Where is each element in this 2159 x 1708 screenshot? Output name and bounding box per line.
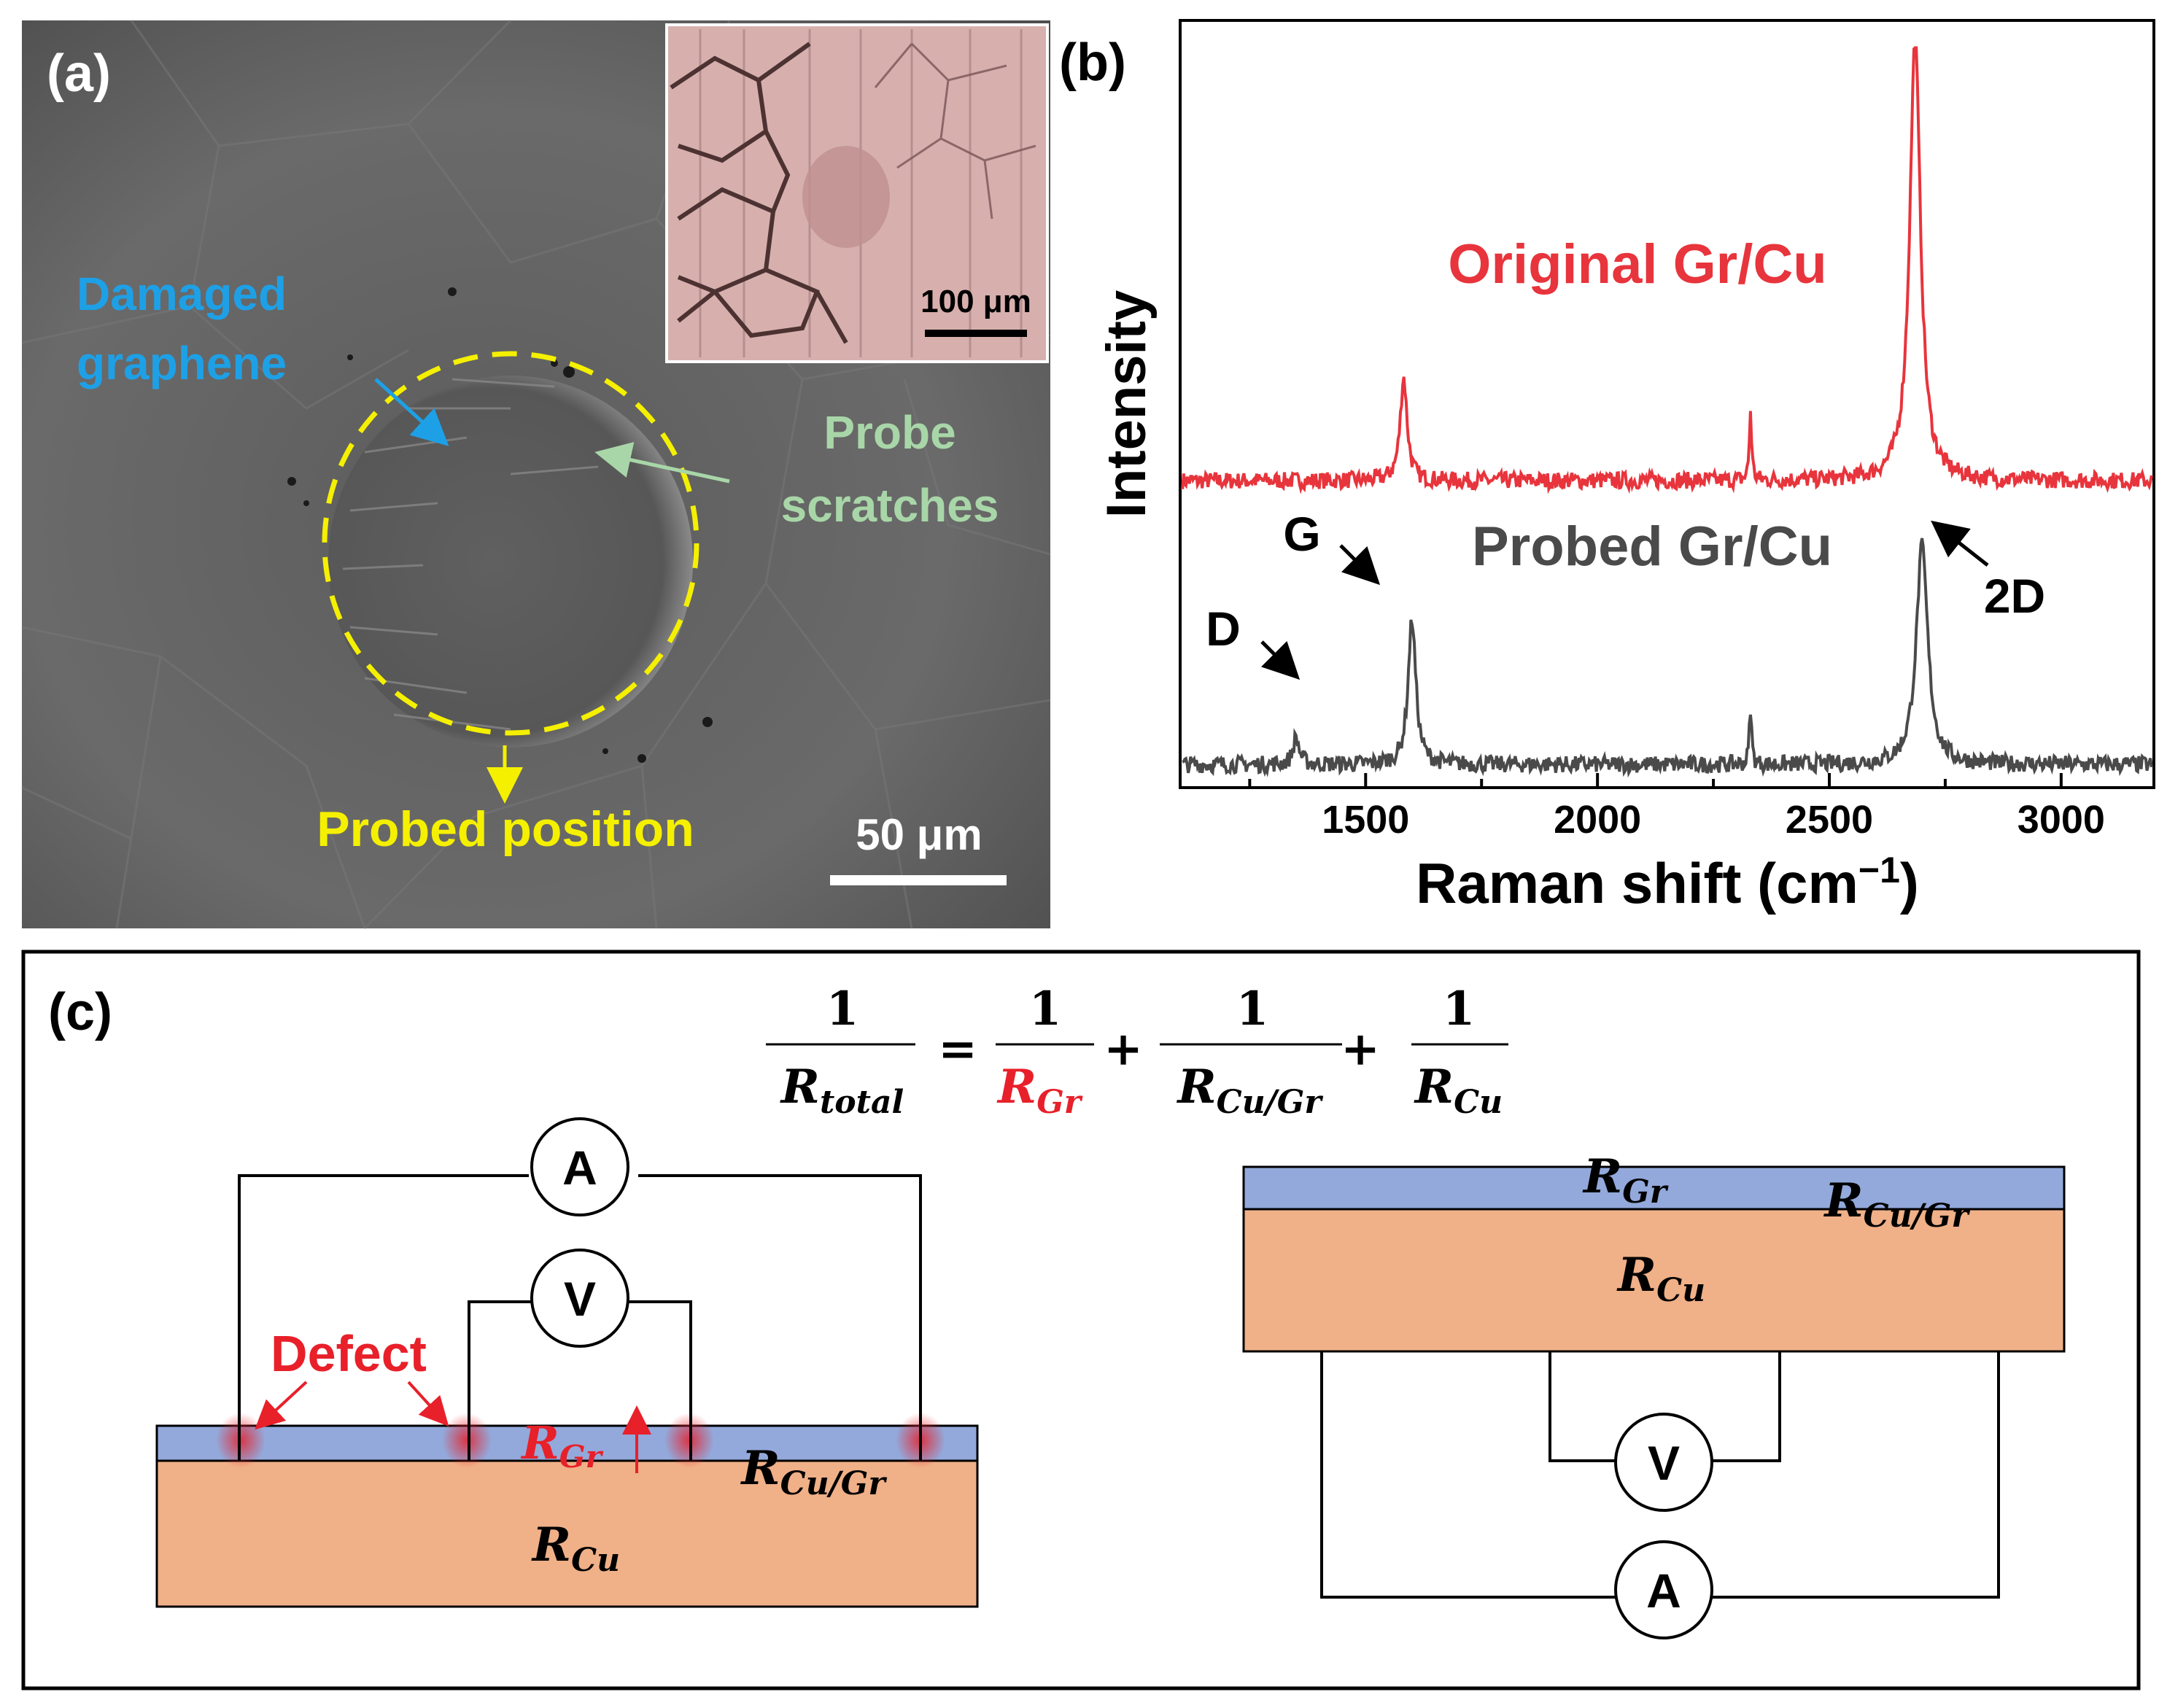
- right-r-cu: RCu: [1616, 1248, 1705, 1309]
- defect-label: Defect: [271, 1325, 427, 1382]
- probe-label-line1: Probe: [823, 406, 956, 459]
- left-ammeter-wire-l: [238, 1174, 529, 1461]
- probed-circle: [322, 351, 699, 736]
- inset-scale-bar: [925, 330, 1027, 337]
- right-ammeter-label: A: [1646, 1564, 1681, 1618]
- x-axis-ticks: 1500 2000 2500 3000: [1248, 773, 2105, 842]
- inset-fine-boundaries: [874, 42, 1036, 220]
- peak-arrow-d: [1260, 640, 1301, 680]
- right-ammeter-wire-r: [1712, 1351, 2000, 1599]
- resistance-formula: 1 Rtotal = 1 RGr + 1 RCu/Gr + 1 RCu: [766, 982, 1508, 1121]
- damaged-label-line2: graphene: [77, 337, 287, 389]
- right-r-cugr: RCu/Gr: [1823, 1173, 1970, 1235]
- optical-inset: 100 μm: [665, 23, 1049, 363]
- plot-area: [1181, 46, 2153, 778]
- right-voltmeter-wire-r: [1712, 1351, 1781, 1462]
- original-annotation: Original Gr/Cu: [1448, 233, 1826, 295]
- inset-probe-mark: [802, 146, 890, 248]
- grain-boundaries: [21, 19, 1051, 930]
- inset-scale-label: 100 μm: [920, 284, 1031, 319]
- formula-plus-2: +: [1341, 1022, 1380, 1076]
- formula-num-1: 1: [826, 982, 859, 1036]
- series-line-original: [1181, 46, 2153, 494]
- left-circuit: A V Defect RGr RCu/Gr RCu: [155, 1117, 979, 1608]
- inset-grain-boundaries: [670, 42, 848, 344]
- formula-equals: =: [938, 1022, 977, 1076]
- panel-c-frame: [21, 950, 2141, 1690]
- formula-num-3: 1: [1236, 982, 1269, 1036]
- left-ammeter-label: A: [562, 1141, 597, 1195]
- left-r-cu: RCu: [531, 1518, 620, 1579]
- scale-bar: [830, 875, 1007, 885]
- left-voltmeter-wire-r: [629, 1300, 692, 1461]
- peak-label-d: D: [1206, 602, 1241, 656]
- left-ammeter-wire-r: [638, 1174, 922, 1461]
- formula-den-total: Rtotal: [780, 1060, 904, 1121]
- formula-den-cu: RCu: [1414, 1060, 1503, 1121]
- defect-2: [442, 1413, 492, 1468]
- peak-arrow-g: [1339, 544, 1381, 586]
- formula-num-4: 1: [1443, 982, 1476, 1036]
- probed-pit: [328, 376, 693, 748]
- right-voltmeter: [1614, 1413, 1713, 1512]
- damaged-arrow: [374, 378, 449, 446]
- y-axis-label: Intensity: [1096, 290, 1158, 519]
- formula-den-gr: RGr: [996, 1060, 1083, 1121]
- right-copper-layer: [1242, 1208, 2066, 1353]
- formula-plus-1: +: [1104, 1022, 1143, 1076]
- peak-label-2d: 2D: [1984, 569, 2045, 623]
- left-ammeter: [530, 1117, 629, 1216]
- panel-c-label: (c): [48, 983, 112, 1041]
- left-voltmeter: [530, 1249, 629, 1348]
- panel-c: (c) 1 Rtotal = 1 RGr + 1 RCu/Gr + 1 RCu: [21, 950, 2141, 1690]
- probed-position-label: Probed position: [317, 801, 694, 857]
- debris: [287, 287, 713, 763]
- formula-num-2: 1: [1029, 982, 1062, 1036]
- right-r-gr: RGr: [1582, 1149, 1669, 1211]
- right-voltmeter-wire-l: [1548, 1351, 1616, 1462]
- right-voltmeter-label: V: [1648, 1436, 1680, 1490]
- defect-arrow-2: [407, 1381, 449, 1426]
- series-line-probed: [1182, 537, 2153, 778]
- probed-annotation: Probed Gr/Cu: [1472, 516, 1832, 578]
- left-r-gr: RGr: [520, 1416, 603, 1475]
- probe-arrow: [594, 442, 730, 484]
- damaged-label-line1: Damaged: [77, 268, 287, 320]
- probe-label-line2: scratches: [781, 479, 999, 532]
- left-copper-layer: [155, 1459, 979, 1608]
- left-voltmeter-wire-l: [468, 1300, 531, 1461]
- panel-a: 100 μm (a) Damaged graphene Probe scratc…: [21, 19, 1051, 930]
- x-tick-label: 2500: [1786, 798, 1873, 842]
- left-voltmeter-label: V: [564, 1272, 596, 1326]
- left-graphene-layer: [155, 1424, 979, 1462]
- right-graphene-layer: [1242, 1165, 2066, 1211]
- x-tick-label: 3000: [2017, 798, 2105, 842]
- peak-arrow-2d: [1931, 520, 1989, 567]
- formula-den-cugr: RCu/Gr: [1176, 1060, 1323, 1121]
- panel-a-label: (a): [47, 44, 111, 103]
- x-axis-label: Raman shift (cm−1): [1416, 850, 1919, 915]
- x-tick-label: 1500: [1322, 798, 1409, 842]
- plot-frame: [1179, 19, 2155, 789]
- scale-bar-label: 50 μm: [856, 810, 982, 859]
- right-circuit: RGr RCu/Gr RCu V A: [1242, 1149, 2066, 1639]
- right-ammeter: [1614, 1540, 1713, 1639]
- defect-arrow-1: [255, 1381, 308, 1430]
- x-tick-label: 2000: [1554, 798, 1641, 842]
- panel-b-label: (b): [1059, 34, 1126, 92]
- right-ammeter-wire-l: [1320, 1351, 1616, 1599]
- left-r-cugr: RCu/Gr: [740, 1441, 887, 1502]
- peak-label-g: G: [1283, 507, 1320, 561]
